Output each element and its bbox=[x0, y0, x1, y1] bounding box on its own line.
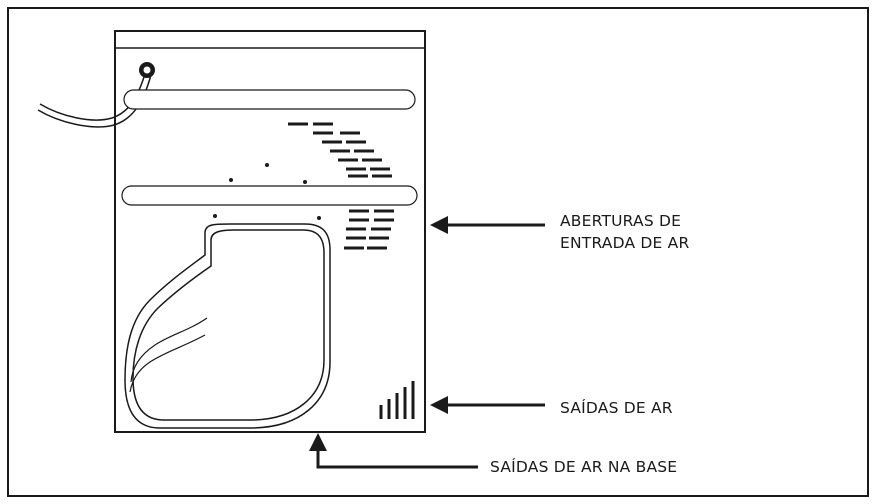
label-air-inlet: ABERTURAS DE ENTRADA DE AR bbox=[560, 210, 689, 254]
label-base-air-outlet: SAÍDAS DE AR NA BASE bbox=[490, 458, 678, 476]
cord-grommet-inner bbox=[143, 66, 151, 74]
upper-vent-slots bbox=[288, 122, 392, 178]
air-outlet-bars bbox=[379, 381, 415, 419]
label-air-outlet: SAÍDAS DE AR bbox=[560, 399, 673, 417]
door-seal bbox=[130, 317, 208, 383]
door-inner bbox=[132, 229, 325, 421]
upper-handle-slot bbox=[123, 89, 416, 110]
door-seal-2 bbox=[129, 334, 206, 393]
arrow-base-outlet bbox=[309, 433, 478, 469]
arrow-inlet bbox=[430, 216, 545, 234]
diagram-frame bbox=[7, 7, 869, 497]
label-air-inlet-line2: ENTRADA DE AR bbox=[560, 234, 690, 252]
screw-dots-upper bbox=[229, 163, 307, 184]
air-inlet-grille bbox=[344, 209, 394, 250]
label-air-inlet-line1: ABERTURAS DE bbox=[560, 212, 682, 230]
arrow-outlet bbox=[430, 396, 545, 414]
screw-dots-lower bbox=[213, 214, 321, 220]
door-outer bbox=[124, 223, 331, 429]
middle-handle-slot bbox=[121, 185, 418, 206]
